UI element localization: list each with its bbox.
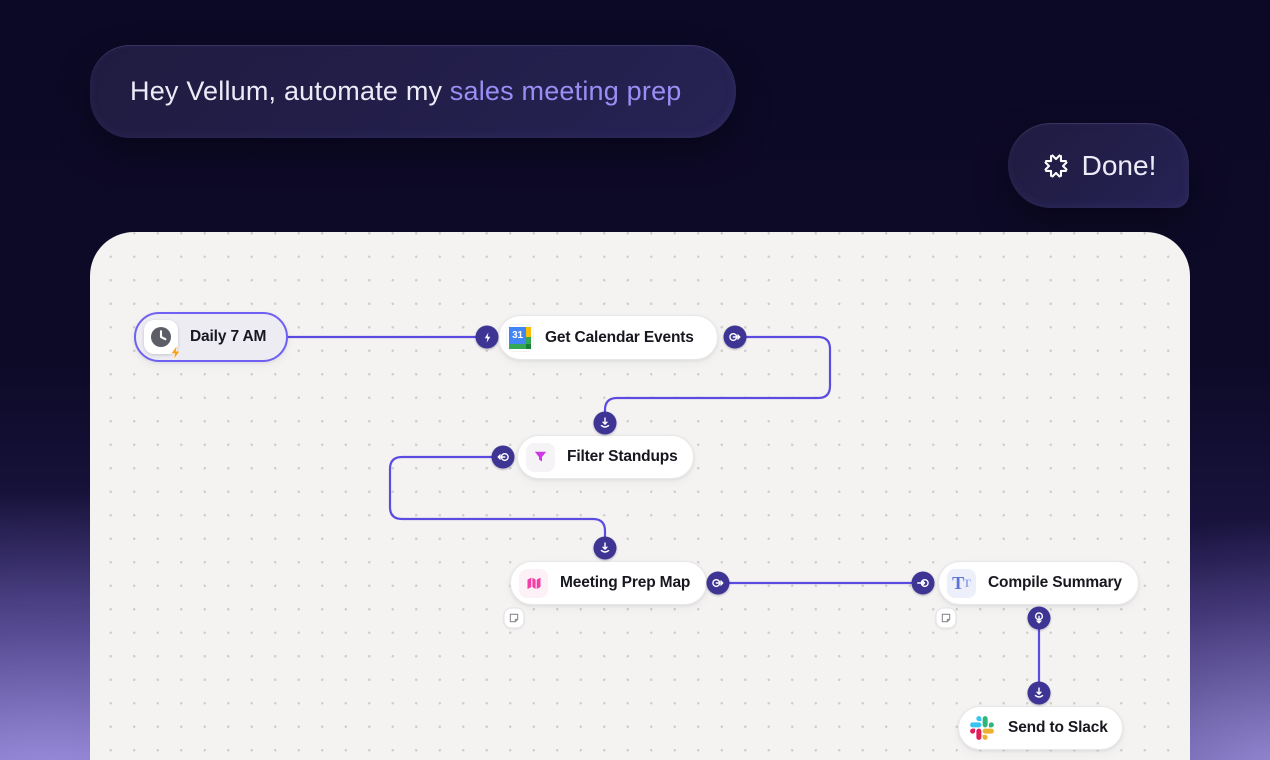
port-summary-in[interactable]: [911, 571, 935, 595]
funnel-icon: [526, 442, 555, 472]
node-meeting-prep-map[interactable]: Meeting Prep Map: [510, 561, 707, 605]
calendar-day-number: 31: [509, 326, 526, 344]
port-map-in[interactable]: [593, 536, 617, 560]
summary-note-badge[interactable]: [935, 607, 957, 629]
arrow-down-in-icon: [1034, 687, 1044, 698]
arrow-left-circle-icon: [497, 452, 509, 462]
port-calendar-trigger-in[interactable]: [475, 325, 499, 349]
node-label: Daily 7 AM: [190, 328, 267, 345]
node-send-to-slack[interactable]: Send to Slack: [958, 706, 1123, 750]
arrow-down-in-icon: [600, 542, 610, 553]
node-get-calendar-events[interactable]: 31 Get Calendar Events: [498, 315, 718, 360]
connector-layer: [286, 335, 1041, 682]
assistant-done-bubble: Done!: [1008, 123, 1189, 208]
user-message-highlight: sales meeting prep: [449, 76, 682, 106]
slack-icon: [967, 713, 996, 743]
clock-trigger-icon: [144, 320, 180, 360]
node-daily-trigger[interactable]: Daily 7 AM: [134, 312, 289, 362]
zap-icon: [484, 332, 490, 342]
node-label: Compile Summary: [988, 574, 1122, 591]
bolt-badge-icon: [171, 345, 180, 360]
node-label: Meeting Prep Map: [560, 574, 691, 591]
note-icon: [941, 613, 951, 623]
map-icon: [519, 568, 548, 598]
arrow-right-circle-icon: [729, 332, 741, 342]
node-filter-standups[interactable]: Filter Standups: [517, 435, 694, 479]
arrow-down-circle-icon: [1034, 612, 1044, 624]
port-summary-out[interactable]: [1027, 606, 1051, 630]
workflow-canvas[interactable]: Daily 7 AM 31 Get Calendar Events Filter…: [90, 232, 1190, 760]
connector-filter-to-map: [388, 455, 607, 537]
port-slack-in[interactable]: [1027, 681, 1051, 705]
note-icon: [509, 613, 519, 623]
google-calendar-icon: 31: [507, 324, 533, 351]
port-filter-out[interactable]: [491, 445, 515, 469]
done-label: Done!: [1081, 149, 1157, 181]
arrow-into-circle-icon: [917, 578, 929, 588]
port-filter-in[interactable]: [593, 411, 617, 435]
node-label: Filter Standups: [567, 448, 678, 465]
arrow-right-circle-icon: [712, 578, 724, 588]
port-map-out[interactable]: [706, 571, 730, 595]
vellum-burst-icon: [1044, 153, 1068, 178]
node-label: Get Calendar Events: [545, 328, 694, 346]
user-message-text: Hey Vellum, automate my: [130, 76, 443, 106]
map-note-badge[interactable]: [503, 607, 525, 629]
node-label: Send to Slack: [1008, 719, 1108, 736]
port-calendar-out[interactable]: [723, 325, 747, 349]
connector-calendar-to-filter: [603, 335, 832, 412]
arrow-down-in-icon: [600, 417, 610, 428]
